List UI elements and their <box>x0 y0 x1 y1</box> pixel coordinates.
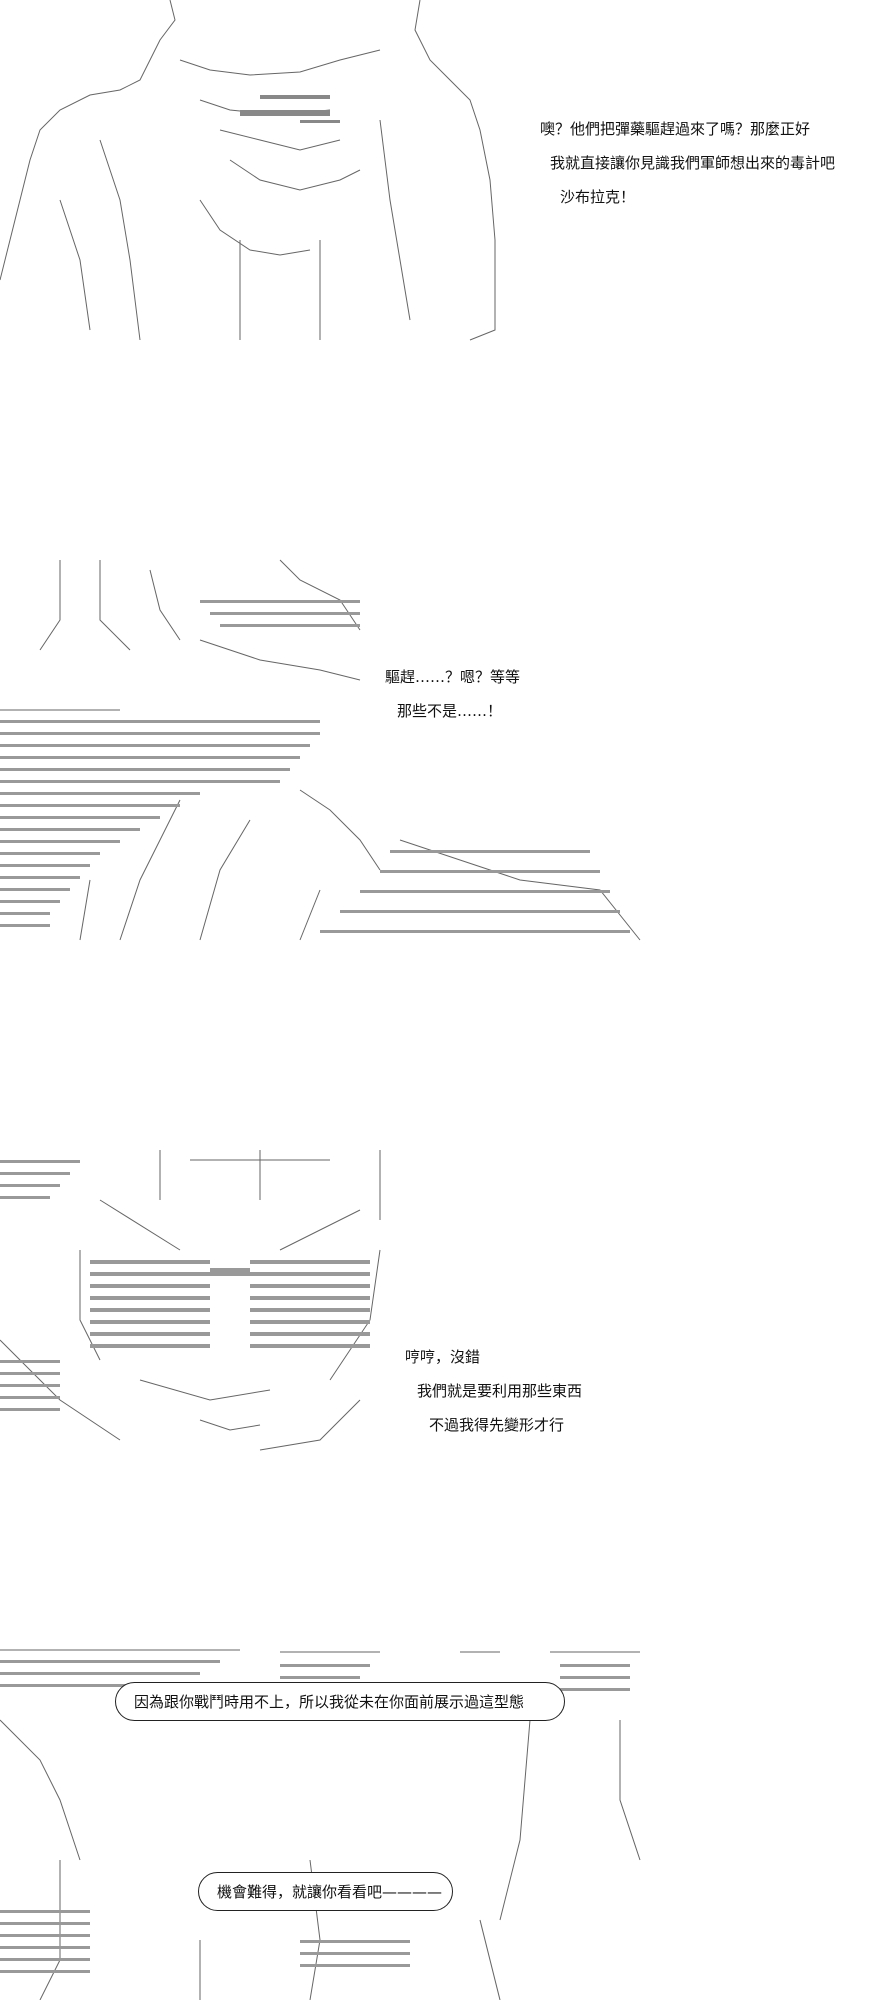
panel-4: 因為跟你戰鬥時用不上，所以我從未在你面前展示過這型態 機會難得，就讓你看看吧——… <box>0 1640 877 2000</box>
dialogue-panel-2: 驅趕……？嗯？等等 那些不是……！ <box>385 660 520 728</box>
dialogue-line: 那些不是……！ <box>397 702 503 720</box>
speech-bubble-2: 機會難得，就讓你看看吧———— <box>198 1872 453 1911</box>
speech-bubble-1: 因為跟你戰鬥時用不上，所以我從未在你面前展示過這型態 <box>115 1682 565 1721</box>
dialogue-line: 沙布拉克！ <box>560 188 636 206</box>
dialogue-line: 不過我得先變形才行 <box>429 1416 565 1434</box>
dialogue-line: 我就直接讓你見識我們軍師想出來的毒計吧 <box>550 154 836 172</box>
panel-2: 驅趕……？嗯？等等 那些不是……！ <box>0 540 877 960</box>
panel-1: 噢？他們把彈藥驅趕過來了嗎？那麼正好 我就直接讓你見識我們軍師想出來的毒計吧 沙… <box>0 0 877 370</box>
ascii-art-character-4 <box>0 1640 660 2000</box>
dialogue-line: 驅趕……？嗯？等等 <box>385 668 521 686</box>
dialogue-line: 噢？他們把彈藥驅趕過來了嗎？那麼正好 <box>540 120 811 138</box>
dialogue-line: 我們就是要利用那些東西 <box>417 1382 583 1400</box>
ascii-art-character-1 <box>0 0 660 370</box>
dialogue-panel-3: 哼哼，沒錯 我們就是要利用那些東西 不過我得先變形才行 <box>405 1340 582 1442</box>
ascii-art-character-2 <box>0 540 660 960</box>
dialogue-panel-1: 噢？他們把彈藥驅趕過來了嗎？那麼正好 我就直接讓你見識我們軍師想出來的毒計吧 沙… <box>520 112 835 214</box>
ascii-art-character-3 <box>0 1140 660 1470</box>
dialogue-line: 哼哼，沒錯 <box>405 1348 481 1366</box>
panel-3: 哼哼，沒錯 我們就是要利用那些東西 不過我得先變形才行 <box>0 1140 877 1470</box>
